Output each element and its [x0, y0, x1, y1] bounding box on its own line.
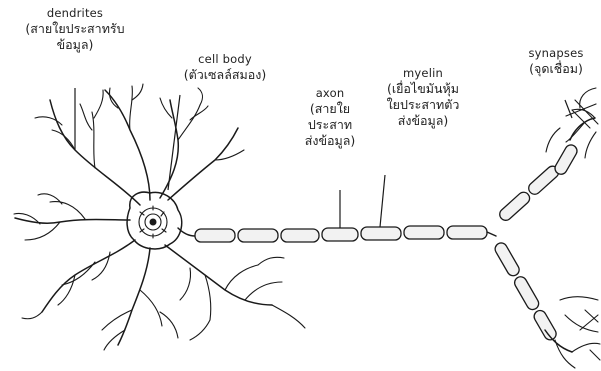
axon-drawing [178, 226, 496, 242]
axon-terminal-drawing [493, 88, 600, 368]
cell-body-label: cell body (ตัวเซลล์สมอง) [170, 52, 280, 83]
dendrites-label: dendrites (สายใยประสาทรับ ข้อมูล) [0, 6, 150, 53]
myelin-label: myelin (เยื่อไขมันหุ้ม ใยประสาทตัว ส่งข้… [368, 66, 478, 130]
axon-label: axon (สายใย ประสาท ส่งข้อมูล) [290, 86, 370, 150]
synapses-label: synapses (จุดเชื่อม) [512, 46, 600, 77]
